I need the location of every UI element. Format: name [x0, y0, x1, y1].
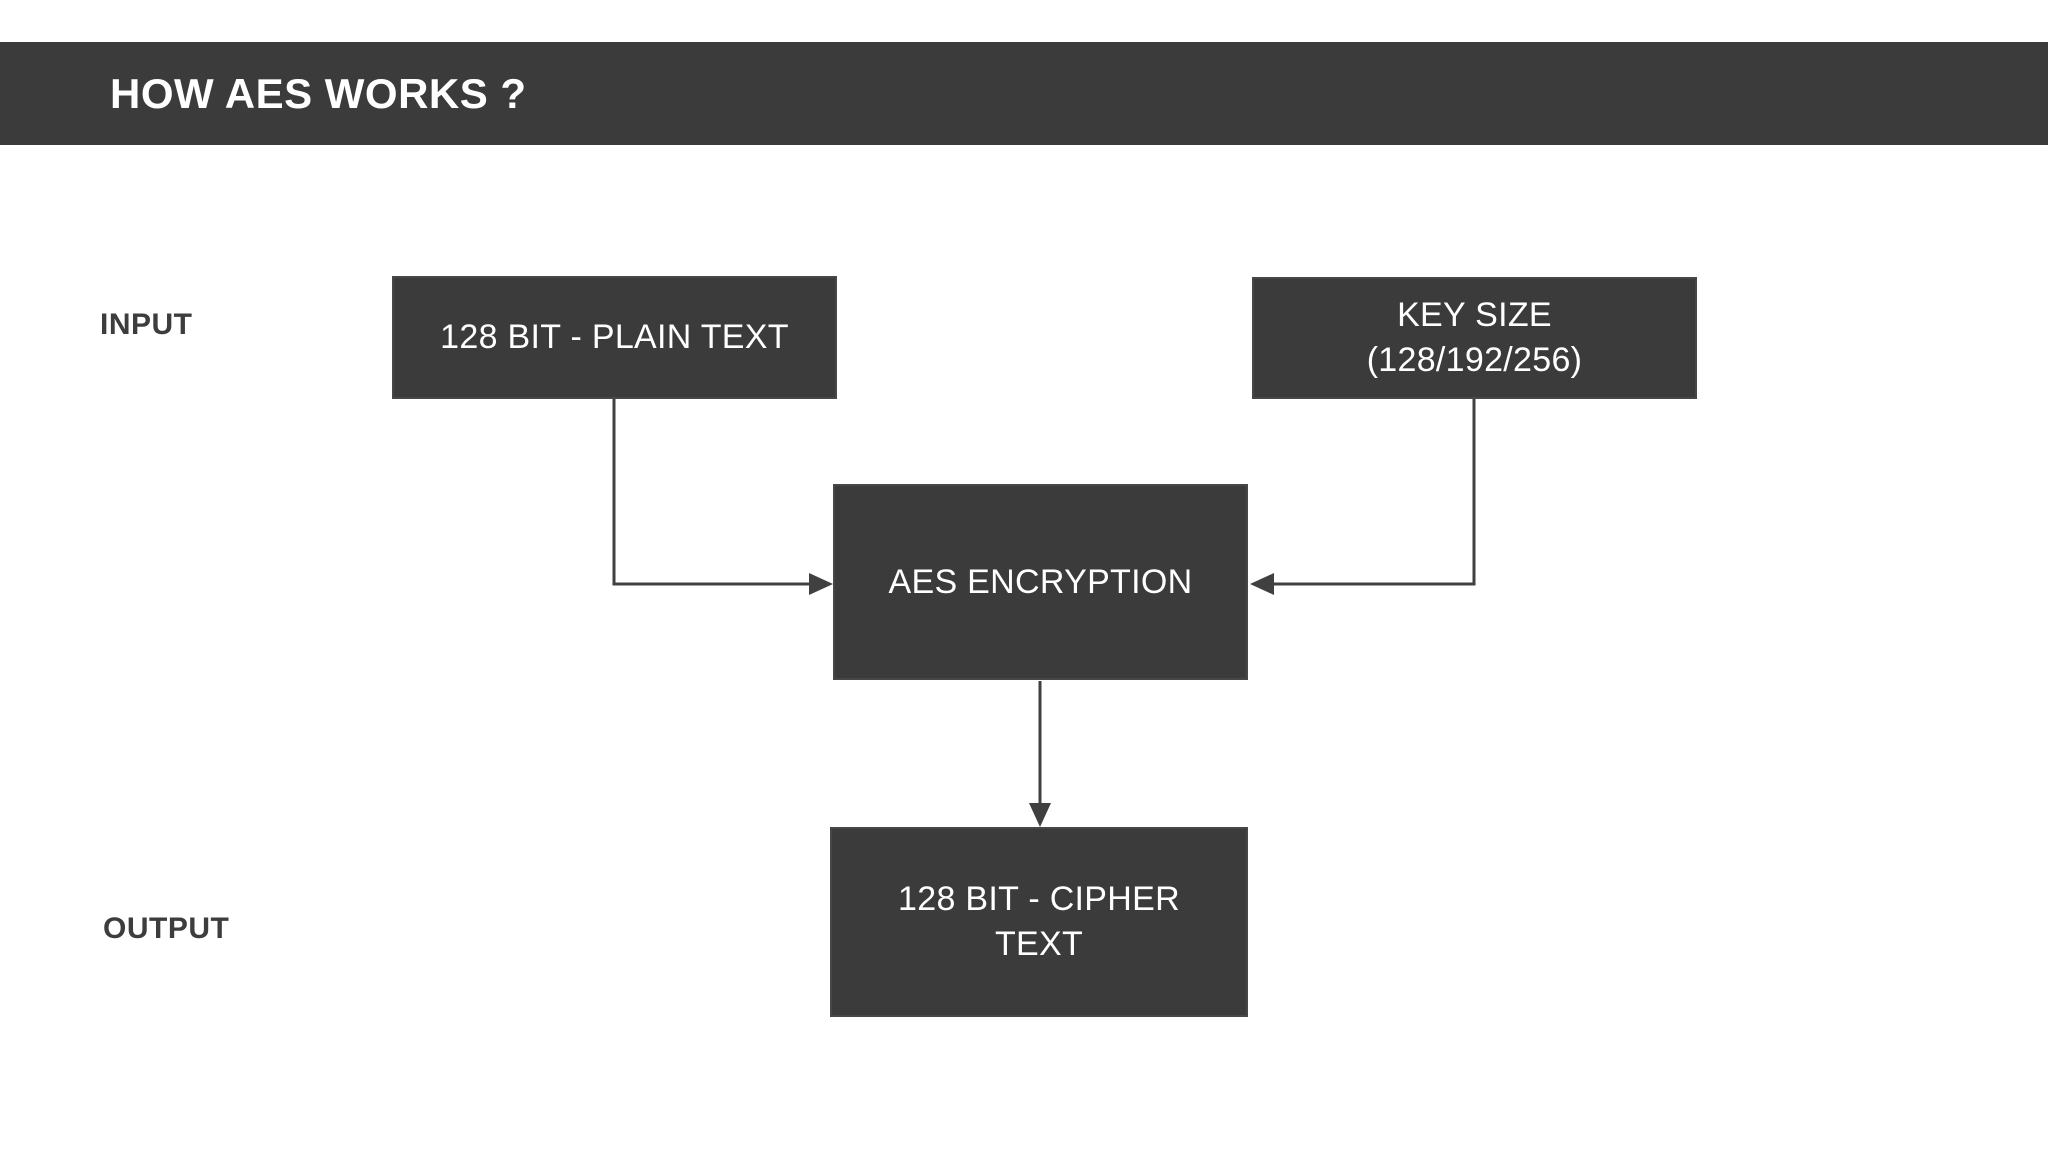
node-aes-encryption: AES ENCRYPTION — [833, 484, 1248, 680]
node-key-size: KEY SIZE (128/192/256) — [1252, 277, 1697, 399]
node-key-size-line2: (128/192/256) — [1366, 341, 1583, 379]
node-plain-text: 128 BIT - PLAIN TEXT — [392, 276, 837, 399]
connector-plain-to-aes — [612, 399, 833, 595]
node-aes-encryption-label: AES ENCRYPTION — [888, 562, 1193, 601]
node-key-size-line1: KEY SIZE — [1397, 296, 1552, 335]
page-title: HOW AES WORKS ? — [110, 69, 527, 117]
node-cipher-text-line1: 128 BIT - CIPHER — [898, 880, 1180, 919]
connector-aes-to-cipher — [1029, 681, 1051, 827]
output-label: OUTPUT — [103, 912, 230, 945]
node-cipher-text: 128 BIT - CIPHER TEXT — [830, 827, 1248, 1017]
connector-key-to-aes — [1250, 399, 1476, 595]
node-plain-text-label: 128 BIT - PLAIN TEXT — [440, 318, 789, 357]
title-bar: HOW AES WORKS ? — [0, 42, 2048, 145]
input-label: INPUT — [100, 308, 193, 341]
node-cipher-text-line2: TEXT — [994, 925, 1084, 963]
